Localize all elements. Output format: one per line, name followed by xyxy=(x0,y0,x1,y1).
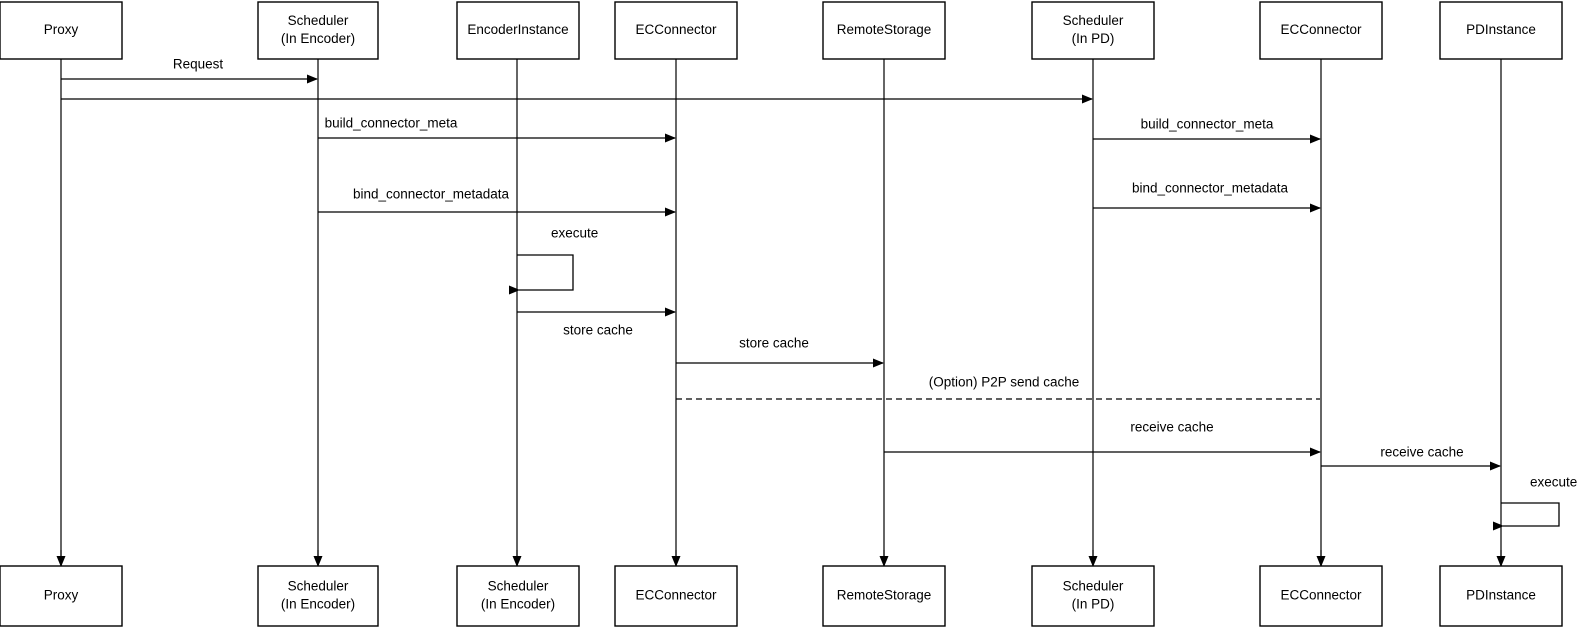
participant-box-rect xyxy=(1259,1,1383,60)
message-label: (Option) P2P send cache xyxy=(929,375,1080,390)
participant-box-bottom-ec_conn_1[interactable]: ECConnector xyxy=(614,565,738,627)
participant-label-line2: (In Encoder) xyxy=(481,597,555,612)
participant-box-bottom-ec_conn_2[interactable]: ECConnector xyxy=(1259,565,1383,627)
participant-label: ECConnector xyxy=(635,22,717,37)
participant-label: PDInstance xyxy=(1466,22,1536,37)
self-message-s2[interactable]: execute xyxy=(1493,475,1577,531)
message-m9[interactable]: (Option) P2P send cache xyxy=(676,375,1320,400)
message-label: Request xyxy=(173,57,224,72)
message-m11[interactable]: receive cache xyxy=(1321,445,1501,471)
participant-box-top-sched_pd[interactable]: Scheduler (In PD) xyxy=(1031,1,1155,60)
participant-box-rect xyxy=(0,1,123,60)
lifelines-layer xyxy=(56,59,1506,567)
participant-box-bottom-pd_inst[interactable]: PDInstance xyxy=(1439,565,1563,627)
participant-box-bottom-sched_enc[interactable]: Scheduler (In Encoder) xyxy=(257,565,379,627)
participant-label: RemoteStorage xyxy=(837,22,932,37)
participant-box-top-pd_inst[interactable]: PDInstance xyxy=(1439,1,1563,60)
message-m1[interactable]: Request xyxy=(61,57,318,84)
participant-box-top-encoder_inst[interactable]: EncoderInstance xyxy=(456,1,580,60)
participant-label: ECConnector xyxy=(1280,22,1362,37)
message-m5[interactable]: bind_connector_metadata xyxy=(318,187,676,217)
participant-box-top-remote_store[interactable]: RemoteStorage xyxy=(822,1,946,60)
message-label: build_connector_meta xyxy=(1141,117,1274,132)
participant-label-line1: Scheduler xyxy=(288,13,349,28)
message-m10[interactable]: receive cache xyxy=(884,420,1321,457)
self-message-label: execute xyxy=(551,226,598,241)
participant-label-line2: (In Encoder) xyxy=(281,597,355,612)
message-label: build_connector_meta xyxy=(325,116,458,131)
message-label: receive cache xyxy=(1380,445,1463,460)
participant-label-line2: (In PD) xyxy=(1072,597,1115,612)
participant-label: Proxy xyxy=(44,588,79,603)
message-label: store cache xyxy=(563,323,633,338)
participant-box-rect xyxy=(1031,1,1155,60)
self-message-s1[interactable]: execute xyxy=(509,226,598,295)
message-label: bind_connector_metadata xyxy=(353,187,510,202)
participant-label: ECConnector xyxy=(635,588,717,603)
participant-box-top-ec_conn_2[interactable]: ECConnector xyxy=(1259,1,1383,60)
participant-box-rect xyxy=(1439,1,1563,60)
participant-label-line1: Scheduler xyxy=(288,579,349,594)
participant-box-bottom-sched_pd[interactable]: Scheduler (In PD) xyxy=(1031,565,1155,627)
message-label: receive cache xyxy=(1130,420,1213,435)
participant-box-rect xyxy=(1439,565,1563,627)
participant-box-rect xyxy=(614,1,738,60)
participant-box-rect xyxy=(257,565,379,627)
participant-label-line1: Scheduler xyxy=(488,579,549,594)
message-m3[interactable]: build_connector_meta xyxy=(318,116,676,143)
participant-box-rect xyxy=(456,565,580,627)
participant-label: EncoderInstance xyxy=(467,22,568,37)
participant-box-top-sched_enc[interactable]: Scheduler (In Encoder) xyxy=(257,1,379,60)
message-m8[interactable]: store cache xyxy=(676,336,884,368)
message-m4[interactable]: build_connector_meta xyxy=(1093,117,1321,144)
participant-label-line1: Scheduler xyxy=(1063,13,1124,28)
message-label: bind_connector_metadata xyxy=(1132,181,1289,196)
participant-box-rect xyxy=(822,565,946,627)
participant-label-line1: Scheduler xyxy=(1063,579,1124,594)
participant-box-top-proxy[interactable]: Proxy xyxy=(0,1,123,60)
self-message-loop xyxy=(509,254,574,295)
participant-label: ECConnector xyxy=(1280,588,1362,603)
message-label: store cache xyxy=(739,336,809,351)
participant-box-bottom-remote_store[interactable]: RemoteStorage xyxy=(822,565,946,627)
participant-box-rect xyxy=(1031,565,1155,627)
message-m6[interactable]: bind_connector_metadata xyxy=(1093,181,1321,213)
participant-box-rect xyxy=(614,565,738,627)
participant-box-rect xyxy=(456,1,580,60)
participant-box-top-ec_conn_1[interactable]: ECConnector xyxy=(614,1,738,60)
participant-box-rect xyxy=(1259,565,1383,627)
participant-label: PDInstance xyxy=(1466,588,1536,603)
self-message-label: execute xyxy=(1530,475,1577,490)
participant-box-bottom-encoder_inst[interactable]: Scheduler (In Encoder) xyxy=(456,565,580,627)
self-messages-layer: execute execute xyxy=(509,226,1577,531)
participant-box-rect xyxy=(257,1,379,60)
participant-label-line2: (In Encoder) xyxy=(281,31,355,46)
participant-label-line2: (In PD) xyxy=(1072,31,1115,46)
participant-box-bottom-proxy[interactable]: Proxy xyxy=(0,565,123,627)
message-m7[interactable]: store cache xyxy=(517,307,676,338)
participant-label: Proxy xyxy=(44,22,79,37)
participant-box-rect xyxy=(0,565,123,627)
messages-layer: Request build_connector_meta build_connect… xyxy=(61,57,1501,471)
participant-box-rect xyxy=(822,1,946,60)
self-message-loop xyxy=(1493,502,1560,531)
participant-label: RemoteStorage xyxy=(837,588,932,603)
